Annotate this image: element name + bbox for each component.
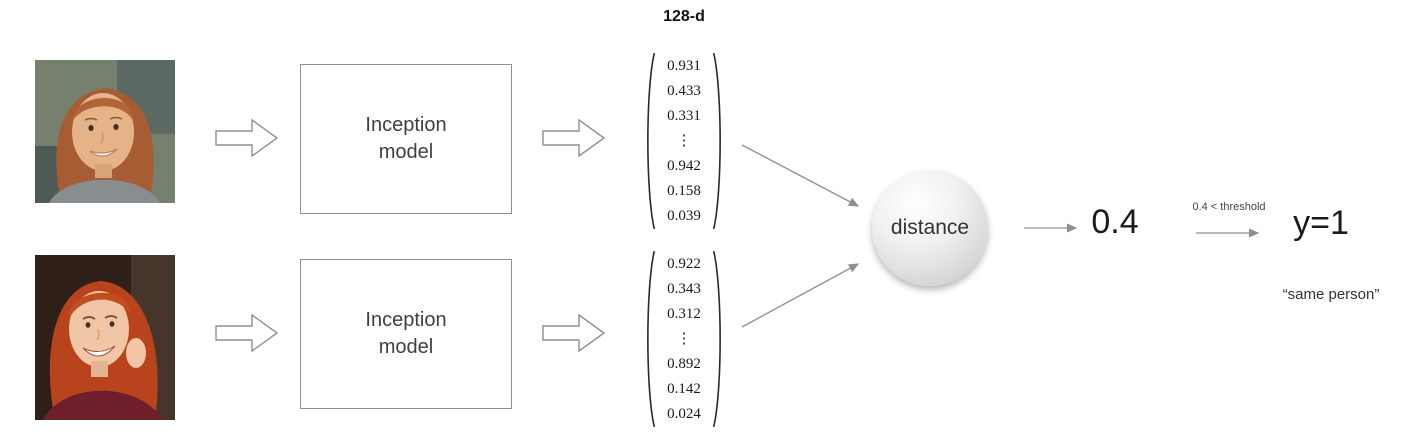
flow-arrow-photo2-to-model [215,313,279,353]
inception-model-box-1: Inception model [300,64,512,214]
left-parenthesis [644,50,656,232]
vector-value: 0.892 [667,355,701,372]
vector-value: 0.343 [667,280,701,297]
decision-output: y=1 [1293,204,1349,242]
vector-dimension-label: 128-d [663,8,705,25]
flow-arrow-photo1-to-model [215,118,279,158]
vector-ellipsis: ⋮ [676,132,692,149]
distance-node-label: distance [890,216,970,239]
vector-value: 0.433 [667,82,701,99]
decision-caption: “same person” [1282,286,1380,303]
threshold-condition-label: 0.4 < threshold [1192,201,1266,213]
embedding-vector-2: 0.922 0.343 0.312 ⋮ 0.892 0.142 0.024 [644,248,724,430]
inception-model-label-1: Inception model [365,114,447,163]
vector-value: 0.039 [667,207,701,224]
vector-value: 0.312 [667,305,701,322]
vector-value: 0.942 [667,157,701,174]
distance-value: 0.4 [1091,203,1139,241]
flow-arrow-model2-to-vector [542,313,606,353]
arrow-bottom-vector-to-distance [741,263,860,328]
vector-ellipsis: ⋮ [676,330,692,347]
left-parenthesis [644,248,656,430]
vector-value: 0.931 [667,57,701,74]
face-photo-2-illustration [35,255,175,420]
embedding-vector-1: 0.931 0.433 0.331 ⋮ 0.942 0.158 0.039 [644,50,724,232]
right-parenthesis [712,50,724,232]
distance-node: distance [872,170,988,286]
vector-values-1: 0.931 0.433 0.331 ⋮ 0.942 0.158 0.039 [656,50,712,232]
vector-value: 0.142 [667,380,701,397]
vector-values-2: 0.922 0.343 0.312 ⋮ 0.892 0.142 0.024 [656,248,712,430]
vector-value: 0.922 [667,255,701,272]
inception-model-label-2: Inception model [365,309,447,358]
right-parenthesis [712,248,724,430]
input-face-photo-1 [35,60,175,203]
arrow-top-vector-to-distance [741,144,860,207]
flow-arrow-model1-to-vector [542,118,606,158]
face-photo-1-illustration [35,60,175,203]
vector-value: 0.158 [667,182,701,199]
vector-value: 0.331 [667,107,701,124]
vector-value: 0.024 [667,405,701,422]
inception-model-box-2: Inception model [300,259,512,409]
input-face-photo-2 [35,255,175,420]
